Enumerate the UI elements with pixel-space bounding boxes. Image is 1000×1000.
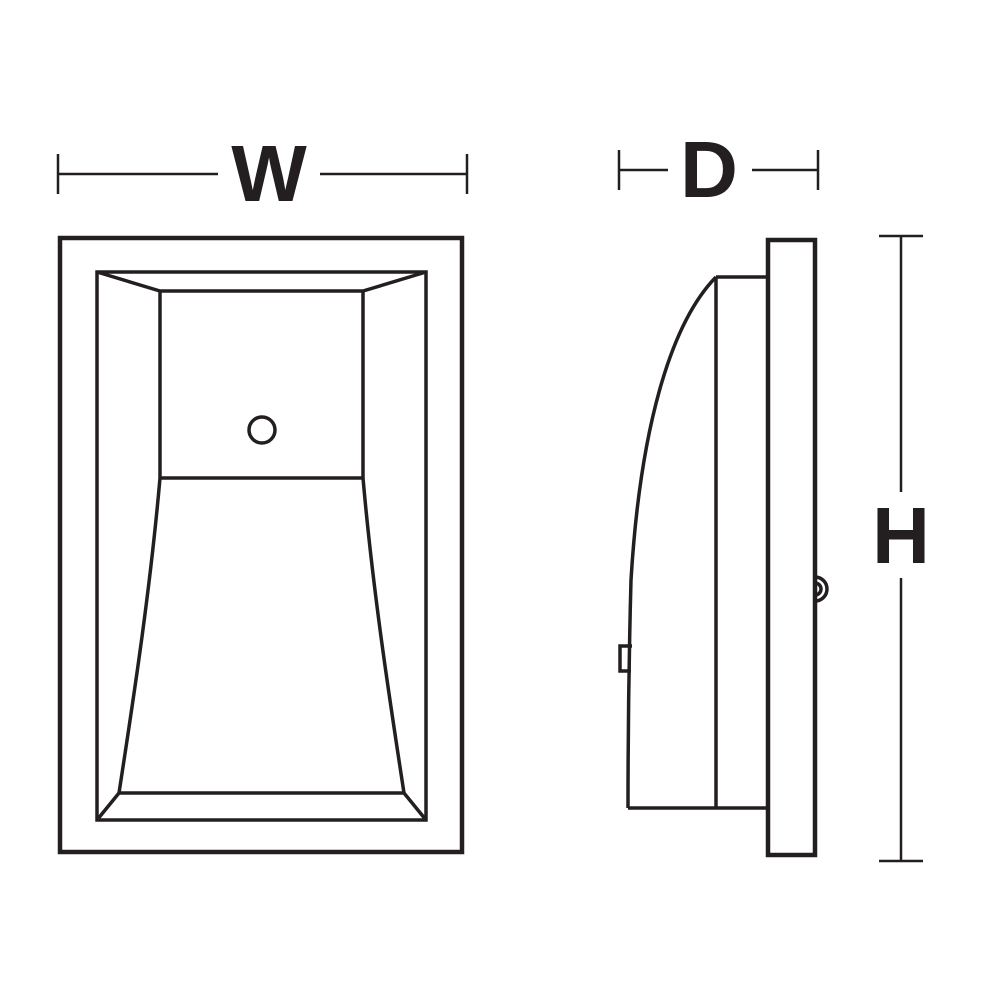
side-photocell-bump-inner [814,581,823,597]
side-shade-profile [626,275,718,809]
front-shade-left-curve [117,477,162,794]
depth-dimension: D [617,125,820,214]
height-dim-label: H [872,491,930,580]
front-bottom-face [95,791,428,822]
side-view [618,237,829,858]
height-dimension: H [872,234,930,863]
side-latch-tab [618,644,632,673]
front-photocell-circle [247,415,277,445]
front-inner-frame [95,270,428,822]
width-dim-label: W [231,129,307,218]
depth-dim-label: D [680,125,738,214]
side-photocell-bump [814,575,829,603]
side-backplate [765,237,818,858]
front-outer-frame [57,235,465,855]
width-dimension: W [56,129,469,218]
front-view [57,235,465,855]
front-shade-right-curve [361,477,406,794]
front-top-face [96,270,427,293]
